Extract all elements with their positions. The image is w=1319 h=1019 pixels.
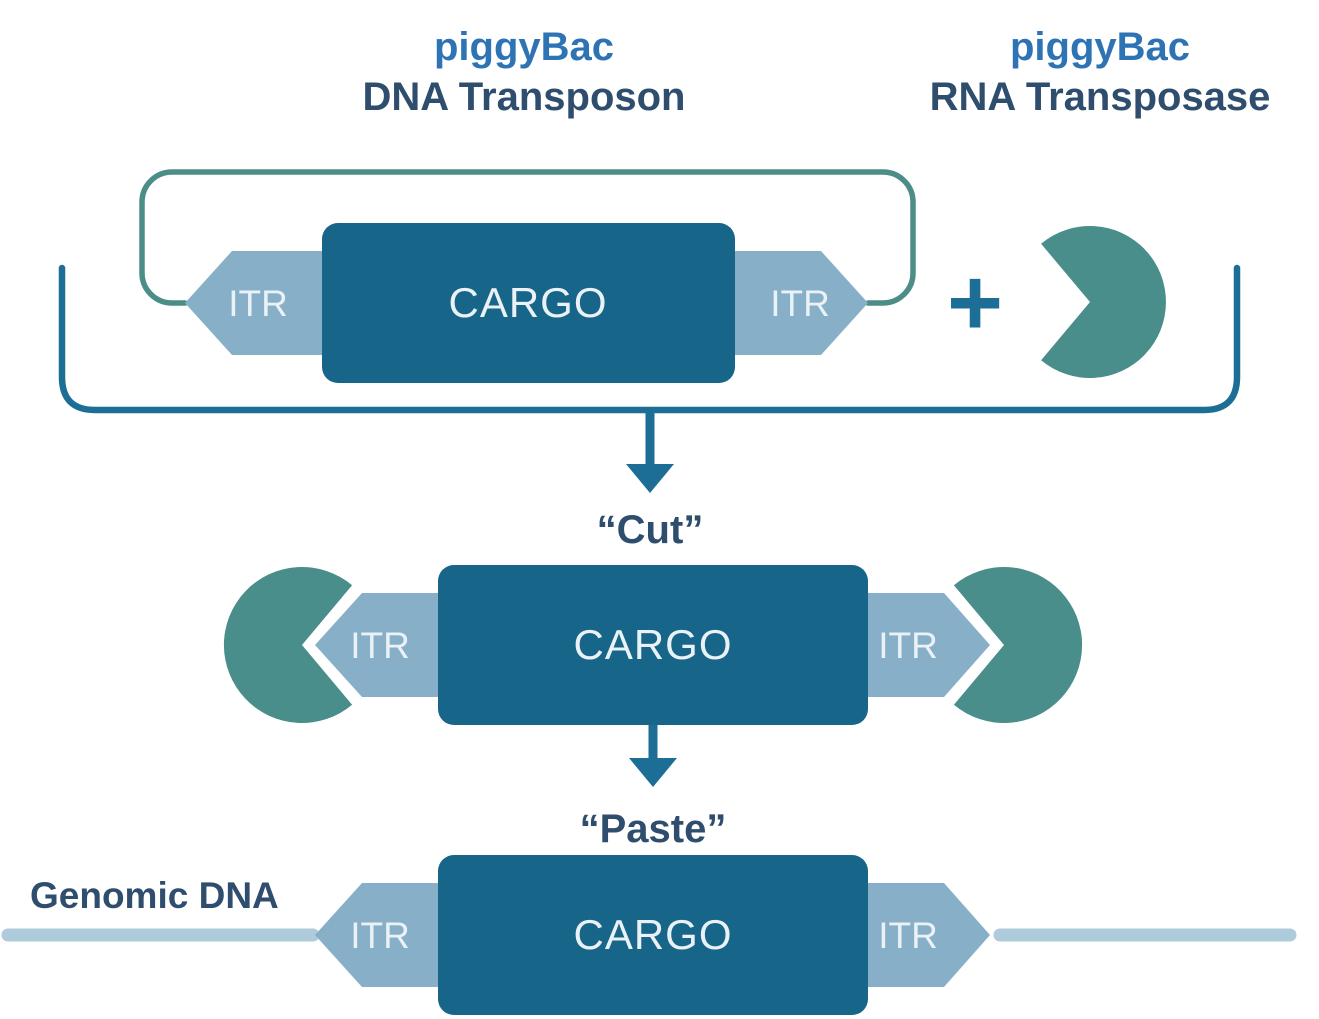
itr-arrow-bottom-left <box>315 883 470 987</box>
dna-transposon-construct: ITR ITR CARGO <box>139 169 916 383</box>
paste-step-label: “Paste” <box>580 807 727 851</box>
itr-arrow-middle-right <box>836 593 990 697</box>
genomic-dna-label: Genomic DNA <box>30 875 279 916</box>
itr-arrow-bottom-right <box>836 883 990 987</box>
itr-label-bottom-right: ITR <box>878 915 938 956</box>
heading-dna-transposon: piggyBac DNA Transposon <box>363 25 686 119</box>
transposase-enzyme-icon-middle-right <box>953 567 1083 723</box>
cargo-box-middle <box>438 565 868 725</box>
paste-step: “Paste” <box>580 725 727 851</box>
transposase-enzyme-icon-top <box>1041 226 1166 378</box>
cargo-label-middle: CARGO <box>573 621 732 668</box>
itr-label-middle-right: ITR <box>878 625 938 666</box>
cargo-label-top: CARGO <box>448 279 607 326</box>
itr-label-bottom-left: ITR <box>350 915 410 956</box>
itr-label-top-left: ITR <box>228 283 288 324</box>
itr-arrow-middle-left <box>315 593 470 697</box>
plasmid-backbone-loop <box>139 169 916 306</box>
cargo-label-bottom: CARGO <box>573 911 732 958</box>
heading-rna-transposase-line2: RNA Transposase <box>930 75 1271 119</box>
heading-rna-transposase-line1: piggyBac <box>1010 25 1190 69</box>
cut-step: “Cut” <box>597 410 704 552</box>
cargo-box-top <box>322 223 735 383</box>
itr-label-middle-left: ITR <box>350 625 410 666</box>
itr-arrow-top-left <box>185 251 340 355</box>
transposase-enzyme-icon-middle-left <box>223 567 353 723</box>
cargo-box-bottom <box>438 855 868 1015</box>
cut-step-label: “Cut” <box>597 508 704 552</box>
heading-dna-transposon-line2: DNA Transposon <box>363 75 686 119</box>
heading-rna-transposase: piggyBac RNA Transposase <box>930 25 1271 119</box>
itr-label-top-right: ITR <box>770 283 830 324</box>
genomic-integration: Genomic DNA ITR ITR CARGO <box>1 855 1297 1015</box>
paste-arrow-head <box>629 758 677 787</box>
excised-transposon-complex: ITR ITR CARGO <box>223 565 1083 725</box>
cut-arrow-head <box>626 464 674 493</box>
heading-dna-transposon-line1: piggyBac <box>434 25 614 69</box>
plus-sign: + <box>947 249 1003 356</box>
itr-arrow-top-right <box>713 251 868 355</box>
